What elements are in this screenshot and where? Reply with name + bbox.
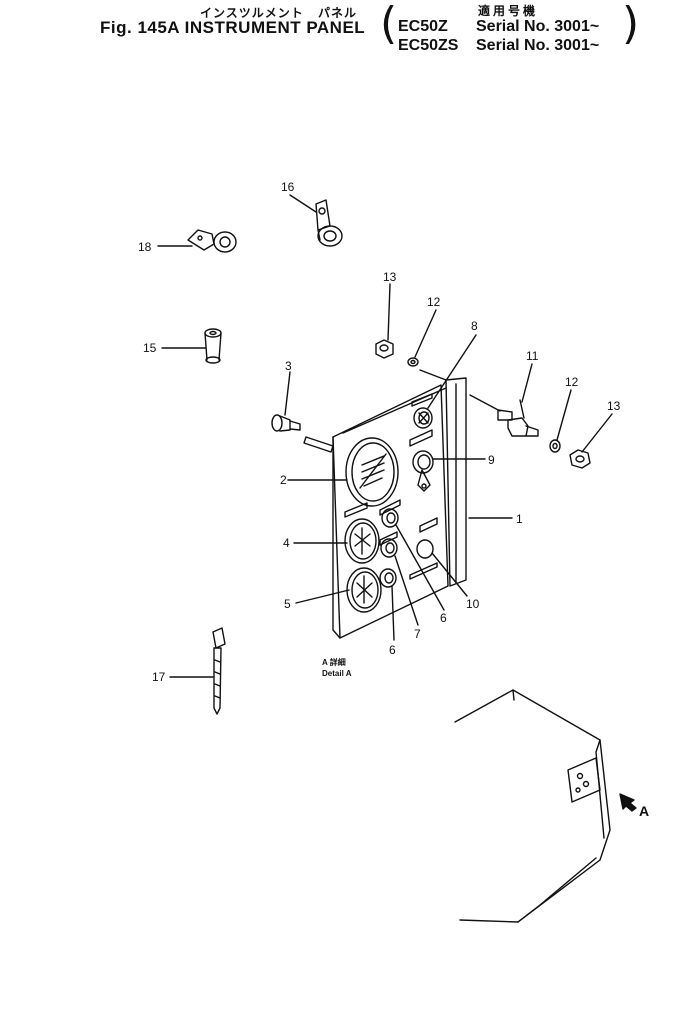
callout-2: 2 [280, 473, 287, 487]
model-serial: Serial No. 3001~ [476, 18, 600, 35]
part-2-large-gauge [345, 437, 399, 507]
part-9-key-switch [412, 450, 434, 492]
leader-11 [521, 363, 533, 403]
leader-10 [431, 552, 468, 597]
part-8-switch [413, 407, 433, 429]
title-japanese: インスツルメント [200, 6, 304, 20]
leader-8 [427, 334, 477, 409]
part-12-washer-left [407, 357, 419, 367]
callout-11: 11 [526, 349, 539, 363]
machine-body [454, 689, 611, 923]
callout-4: 4 [283, 536, 290, 550]
leader-13-right [581, 413, 613, 453]
model-name: EC50Z [398, 18, 448, 35]
part-11-sender [469, 394, 539, 437]
part-3-knob [271, 414, 301, 432]
model-row-1: EC50Z Serial No. 3001~ [398, 18, 599, 36]
detail-label-jp: A 詳細 [322, 657, 346, 667]
view-arrow-a [619, 793, 637, 812]
leader-6-lower [391, 585, 395, 641]
part-7-lamp [380, 538, 398, 558]
model-name: EC50ZS [398, 37, 459, 54]
callout-1: 1 [516, 512, 523, 526]
part-10-button [416, 539, 434, 559]
detail-label-en: Detail A [322, 669, 352, 678]
callout-3: 3 [285, 359, 292, 373]
callout-16: 16 [281, 180, 295, 194]
callout-17: 17 [152, 670, 166, 684]
callout-9: 9 [488, 453, 495, 467]
part-6-lamp-upper [381, 508, 399, 528]
callout-6-lower: 6 [389, 643, 396, 657]
part-15-spacer [204, 328, 222, 364]
title-japanese-2: パネル [318, 6, 358, 20]
part-12-washer-right [549, 439, 561, 453]
view-arrow-label: A [639, 803, 649, 819]
callout-8: 8 [471, 319, 478, 333]
callout-12-left: 12 [427, 295, 441, 309]
callout-10: 10 [466, 597, 480, 611]
callout-15: 15 [143, 341, 157, 355]
part-4-gauge [344, 518, 380, 564]
part-1-panel-rail [419, 369, 467, 587]
leader-6-upper [395, 524, 445, 611]
leader-3 [284, 371, 291, 416]
leader-16 [289, 194, 317, 213]
applicable-japanese: 適用号機 [478, 4, 539, 18]
leader-5 [295, 589, 350, 604]
part-13-nut-left [375, 339, 394, 359]
figure-title: Fig. 145A INSTRUMENT PANEL [100, 18, 366, 37]
part-13-nut-right [569, 449, 591, 469]
bracket-right: ) [622, 0, 640, 49]
callout-13-right: 13 [607, 399, 621, 413]
bracket-left: ( [380, 0, 398, 49]
callout-18: 18 [138, 240, 152, 254]
model-serial: Serial No. 3001~ [476, 37, 600, 54]
callout-7: 7 [414, 627, 421, 641]
callout-6-upper: 6 [440, 611, 447, 625]
part-5-gauge [346, 567, 382, 613]
instrument-panel-plate [332, 384, 449, 639]
leader-12-right [556, 389, 572, 441]
leader-7 [394, 555, 419, 626]
leader-12-left [414, 309, 437, 358]
model-row-2: EC50ZS Serial No. 3001~ [398, 37, 599, 55]
part-18-clamp [187, 229, 237, 253]
part-rod [303, 436, 334, 453]
leader-13-left [387, 283, 391, 341]
callout-5: 5 [284, 597, 291, 611]
part-6-lamp-lower [379, 568, 397, 588]
callout-13-left: 13 [383, 270, 397, 284]
part-17-cable-tie [212, 627, 226, 715]
callout-12-right: 12 [565, 375, 579, 389]
part-16-clip [315, 199, 343, 247]
